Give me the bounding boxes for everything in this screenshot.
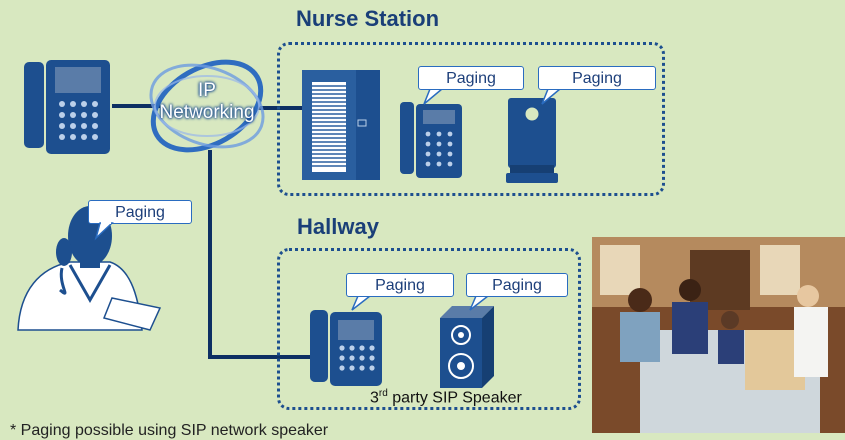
caption-ordinal: 3	[370, 389, 379, 407]
hallway-phone-icon	[310, 310, 382, 386]
nurse-station-speaker-icon	[506, 98, 558, 183]
nurse-station-group	[277, 42, 665, 196]
doctor-paging-bubble: Paging	[88, 200, 192, 224]
nurse-station-phone-icon	[400, 102, 462, 178]
pbx-unit-icon	[302, 70, 380, 180]
ip-networking-line2: Networking	[159, 102, 255, 123]
hallway-speaker-paging-bubble: Paging	[466, 273, 568, 297]
hallway-group	[277, 248, 581, 410]
nurse-phone-paging-bubble: Paging	[418, 66, 524, 90]
hallway-title: Hallway	[297, 214, 379, 239]
hallway-phone-paging-bubble: Paging	[346, 273, 454, 297]
nurse-station-photo	[592, 237, 845, 433]
desk-phone-icon	[24, 60, 110, 154]
ip-networking-label: IP Networking	[150, 80, 264, 124]
caption-ordinal-suffix: rd	[378, 388, 388, 399]
nurse-speaker-paging-bubble: Paging	[538, 66, 656, 90]
ip-networking-line1: IP	[198, 80, 216, 101]
sip-speaker-caption: 3rd party SIP Speaker	[370, 388, 522, 407]
sip-speaker-icon	[440, 306, 494, 388]
ip-network-icon	[149, 59, 265, 153]
nurse-station-title: Nurse Station	[296, 6, 440, 31]
caption-text: party SIP Speaker	[387, 389, 522, 407]
link-network-to-hallway	[208, 150, 310, 359]
footnote: * Paging possible using SIP network spea…	[10, 422, 329, 439]
